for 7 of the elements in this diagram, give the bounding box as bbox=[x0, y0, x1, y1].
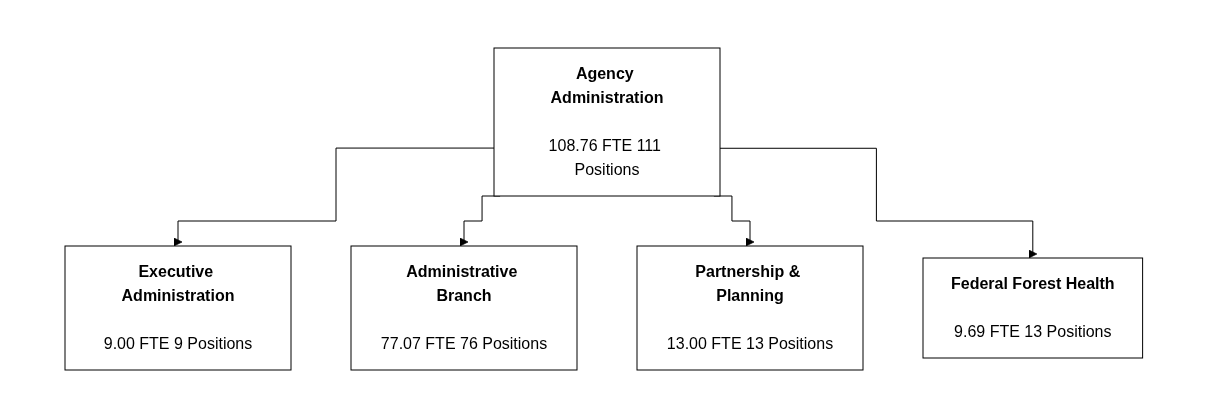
arrow bbox=[173, 147, 495, 247]
arrow bbox=[719, 147, 1037, 259]
node-box: Executive Administration 9.00 FTE 9 Positions bbox=[64, 245, 292, 371]
node-box: Administrative Branch 77.07 FTE 76 Positions bbox=[350, 245, 578, 371]
node-box: Federal Forest Health 9.69 FTE 13 Positions bbox=[922, 257, 1143, 359]
node-box: Agency Administration 108.76 FTE 111 Positions bbox=[493, 47, 721, 197]
node-box: Partnership & Planning 13.00 FTE 13 Positions bbox=[636, 245, 864, 371]
